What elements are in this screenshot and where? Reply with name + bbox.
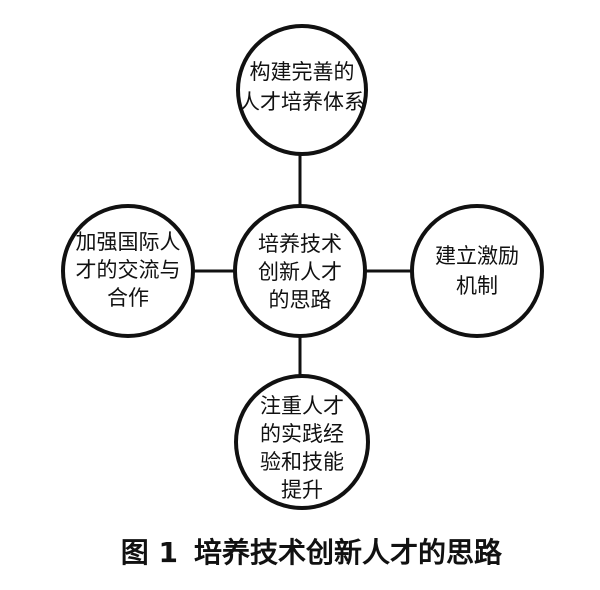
node-right-line-1: 建立激励: [435, 244, 519, 268]
node-top: 构建完善的 人才培养体系: [236, 24, 368, 156]
node-bottom-line-4: 提升: [281, 478, 323, 502]
node-left-line-1: 加强国际人: [76, 230, 181, 254]
node-center: 培养技术 创新人才 的思路: [233, 204, 367, 338]
node-bottom: 注重人才 的实践经 验和技能 提升: [234, 374, 370, 510]
node-left-line-3: 合作: [107, 286, 149, 310]
node-center-line-3: 的思路: [269, 288, 332, 312]
node-bottom-line-3: 验和技能: [260, 450, 344, 474]
node-top-line-2: 人才培养体系: [239, 90, 365, 114]
node-top-line-1: 构建完善的: [250, 60, 355, 84]
figure-caption-title: 培养技术创新人才的思路: [194, 536, 503, 569]
node-center-line-1: 培养技术: [258, 232, 342, 256]
node-left-line-2: 才的交流与: [76, 258, 181, 282]
node-bottom-line-2: 的实践经: [260, 422, 344, 446]
node-center-line-2: 创新人才: [258, 260, 342, 284]
figure-caption-label: 图 1: [121, 536, 178, 569]
node-right: 建立激励 机制: [410, 204, 544, 338]
node-left: 加强国际人 才的交流与 合作: [61, 204, 195, 338]
node-right-line-2: 机制: [456, 274, 498, 298]
node-bottom-line-1: 注重人才: [260, 394, 344, 418]
